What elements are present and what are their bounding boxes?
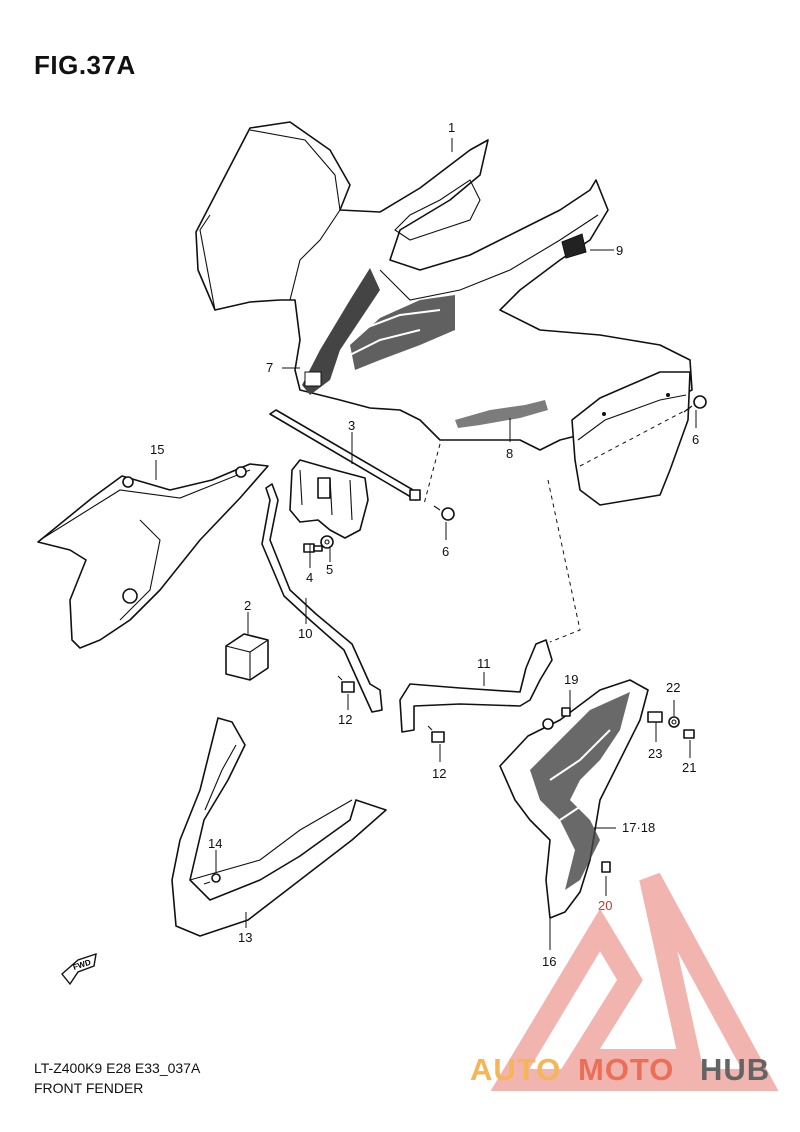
front-fender-body [195,121,693,506]
callout-11: 11 [477,656,491,671]
collar-23 [647,711,663,723]
dashed-connectors [423,407,691,643]
callout-15: 15 [150,442,164,457]
callout-5: 5 [326,562,333,577]
left-side-panel [37,463,269,649]
watermark-auto: AUTO [470,1052,561,1087]
watermark-moto: MOTO [578,1052,674,1087]
bolt-and-collar [303,535,334,553]
callout-9: 9 [616,243,623,258]
screw-21 [683,729,695,739]
fwd-arrow-icon: FWD [61,952,97,986]
callout-4: 4 [306,570,313,585]
screw-20 [601,861,611,873]
right-side-panel [499,679,649,919]
callout-16: 16 [542,954,556,969]
stay-rod-right [399,639,553,733]
callout-labels: 1 9 7 3 8 6 6 15 2 4 5 10 11 12 12 19 22… [150,120,699,969]
callout-14: 14 [208,836,222,851]
callout-6b: 6 [442,544,449,559]
callout-12a: 12 [338,712,352,727]
callout-1: 1 [448,120,455,135]
callout-17-18: 17·18 [622,820,655,835]
watermark-hub: HUB [700,1052,770,1087]
figure-title: FIG.37A [34,50,136,80]
diagram-code: LT-Z400K9 E28 E33_037A [34,1060,201,1076]
lower-guard [171,717,387,937]
watermark-logo: AUTO MOTO HUB [470,872,779,1091]
leader-lines [155,138,697,950]
screw-19 [561,707,571,717]
bolt-12b [427,725,445,743]
callout-12b: 12 [432,766,446,781]
rubber-block [225,633,269,681]
callout-21: 21 [682,760,696,775]
bolt-12a [337,675,355,693]
callout-8: 8 [506,446,513,461]
callout-7: 7 [266,360,273,375]
callout-20: 20 [598,898,612,913]
stay-rod-left [261,483,383,713]
callout-23: 23 [648,746,662,761]
screw-14 [203,873,221,885]
screw-6b [433,505,455,521]
washer-22 [668,716,680,728]
callout-10: 10 [298,626,312,641]
callout-3: 3 [348,418,355,433]
diagram-name: FRONT FENDER [34,1080,144,1096]
callout-13: 13 [238,930,252,945]
callout-19: 19 [564,672,578,687]
callout-22: 22 [666,680,680,695]
callout-6a: 6 [692,432,699,447]
callout-2: 2 [244,598,251,613]
fender-bracket [269,409,421,539]
